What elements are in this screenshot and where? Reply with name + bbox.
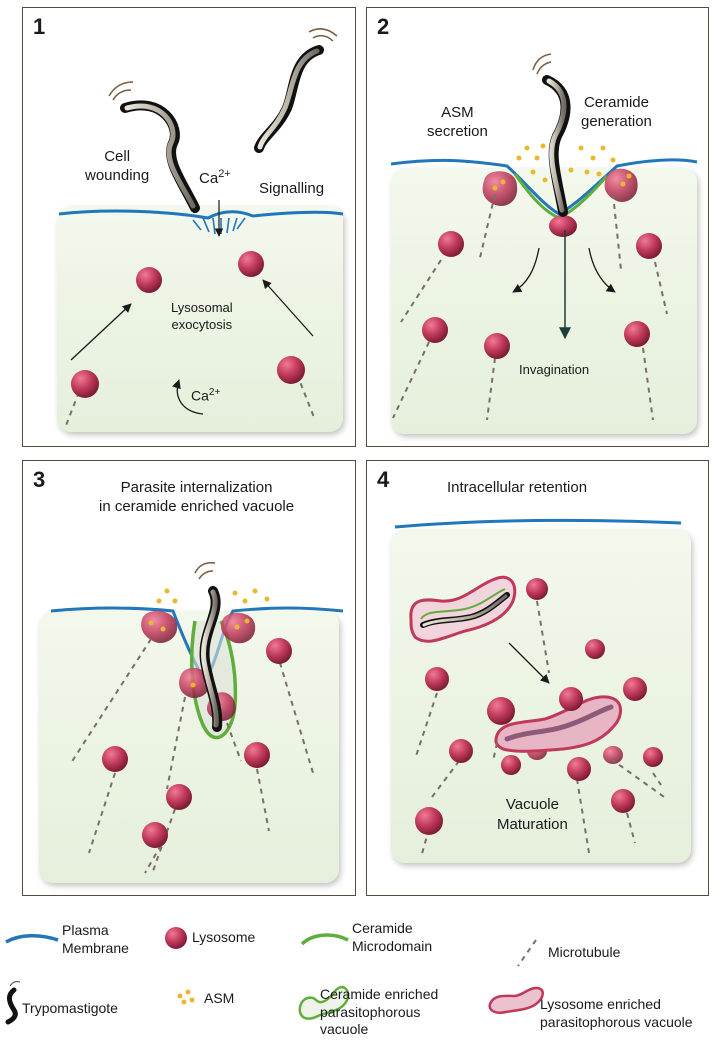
panel-number: 4 bbox=[377, 467, 390, 492]
lysosome bbox=[422, 317, 448, 343]
legend-ceramide-microdomain-label: Ceramide Microdomain bbox=[352, 920, 433, 954]
lysosome bbox=[449, 739, 473, 763]
label-ceramide-generation: Ceramide generation bbox=[581, 94, 652, 130]
lysosome bbox=[636, 233, 662, 259]
label-invagination: Invagination bbox=[519, 362, 590, 377]
panel-number: 2 bbox=[377, 14, 390, 39]
lysosome bbox=[102, 746, 128, 772]
lysosome bbox=[484, 333, 510, 359]
exocytosis-arrow-left bbox=[70, 303, 132, 361]
plasma-membrane bbox=[394, 518, 682, 529]
lysosome bbox=[585, 639, 605, 659]
lysosome-enriched-vacuole bbox=[494, 695, 623, 764]
legend-plasma-membrane-symbol bbox=[5, 934, 59, 944]
lysosome bbox=[166, 784, 192, 810]
label-calcium-top: Ca2+ bbox=[199, 168, 231, 187]
maturation-arrow bbox=[508, 642, 550, 684]
lysosome bbox=[611, 789, 635, 813]
microtubules bbox=[414, 600, 668, 858]
legend-asm-symbol bbox=[177, 989, 195, 1005]
trypomastigote-right bbox=[254, 28, 338, 153]
panel-3-graphics bbox=[50, 561, 344, 874]
legend-plasma-membrane-label: Plasma Membrane bbox=[62, 922, 129, 956]
label-cell-wounding: Cell wounding bbox=[85, 148, 150, 184]
lysosome bbox=[244, 742, 270, 768]
panel-4-graphics bbox=[394, 518, 682, 858]
lysosomes bbox=[71, 251, 305, 398]
panel-cell-wounding: 1 bbox=[22, 7, 356, 447]
fusing-lysosome bbox=[141, 610, 178, 644]
trypomastigote bbox=[532, 53, 571, 217]
panel-1-graphics bbox=[58, 28, 344, 429]
lysosome bbox=[425, 667, 449, 691]
asm-particles bbox=[492, 143, 632, 191]
panel-ceramide-generation: 2 bbox=[366, 7, 709, 447]
label-calcium-bottom: Ca2+ bbox=[191, 387, 221, 404]
legend-microtubule-symbol bbox=[517, 939, 537, 967]
ceramide-enriched-vacuole bbox=[409, 575, 517, 643]
legend-microtubule-label: Microtubule bbox=[548, 944, 621, 960]
legend-trypomastigote-symbol bbox=[5, 980, 21, 1025]
lysosome bbox=[526, 578, 548, 600]
legend-trypomastigote-label: Trypomastigote bbox=[22, 1000, 118, 1016]
curve-arrow-right bbox=[588, 247, 616, 293]
fusing-lysosome bbox=[482, 171, 518, 206]
lysosome bbox=[238, 251, 264, 277]
lysosome bbox=[438, 231, 464, 257]
label-asm-secretion: ASM secretion bbox=[427, 104, 488, 140]
panel-title: Intracellular retention bbox=[447, 479, 588, 496]
panel-title: Parasite internalization in ceramide enr… bbox=[99, 479, 295, 515]
lysosome bbox=[623, 677, 647, 701]
lysosome bbox=[415, 807, 443, 835]
lysosome bbox=[277, 356, 305, 384]
microtubules bbox=[392, 193, 668, 421]
lysosome bbox=[71, 370, 99, 398]
calcium-cycle-arrow bbox=[172, 379, 204, 415]
panel-number: 1 bbox=[33, 14, 46, 39]
microtubules bbox=[64, 373, 316, 429]
lysosomes bbox=[102, 638, 292, 848]
legend-ceramide-vacuole-label: Ceramide enriched parasitophorous vacuol… bbox=[320, 986, 439, 1037]
lysosome bbox=[501, 755, 521, 775]
lysosome bbox=[567, 757, 591, 781]
label-lysosomal-exocytosis: Lysosomal exocytosis bbox=[171, 300, 233, 332]
lysosome bbox=[487, 697, 515, 725]
lysosome bbox=[643, 747, 663, 767]
panel-number: 3 bbox=[33, 467, 46, 492]
label-signalling: Signalling bbox=[259, 180, 325, 197]
plasma-membrane bbox=[58, 209, 344, 220]
label-vacuole-maturation: Vacuole Maturation bbox=[497, 796, 568, 833]
lysosome bbox=[624, 321, 650, 347]
fusing-lysosome bbox=[549, 215, 577, 237]
lysosomes bbox=[422, 231, 662, 359]
lysosome bbox=[142, 822, 168, 848]
host-cell bbox=[391, 168, 697, 434]
panel-intracellular-retention: 4 Intracellular retention bbox=[366, 460, 709, 896]
lysosome bbox=[266, 638, 292, 664]
panel-parasite-internalization: 3 Parasite internalization in ceramide e… bbox=[22, 460, 356, 896]
panel-2-graphics bbox=[390, 53, 698, 421]
lysosomes bbox=[415, 578, 663, 835]
exocytosis-arrow-right bbox=[262, 279, 314, 337]
legend-ceramide-microdomain-symbol bbox=[300, 933, 349, 946]
lysosome bbox=[136, 267, 162, 293]
legend-asm-label: ASM bbox=[204, 990, 235, 1006]
host-cell bbox=[57, 206, 343, 432]
trypomastigote bbox=[194, 561, 223, 732]
legend-lysosome-vacuole-label: Lysosome enriched parasitophorous vacuol… bbox=[540, 996, 693, 1030]
lysosome bbox=[559, 687, 583, 711]
legend-lysosome-vacuole-symbol bbox=[488, 986, 544, 1014]
legend-ceramide-vacuole-symbol bbox=[298, 985, 350, 1020]
legend-lysosome-label: Lysosome bbox=[192, 929, 256, 945]
trypomastigote-left bbox=[108, 81, 200, 213]
curve-arrow-left bbox=[512, 247, 540, 293]
legend-lysosome-symbol bbox=[165, 927, 187, 949]
